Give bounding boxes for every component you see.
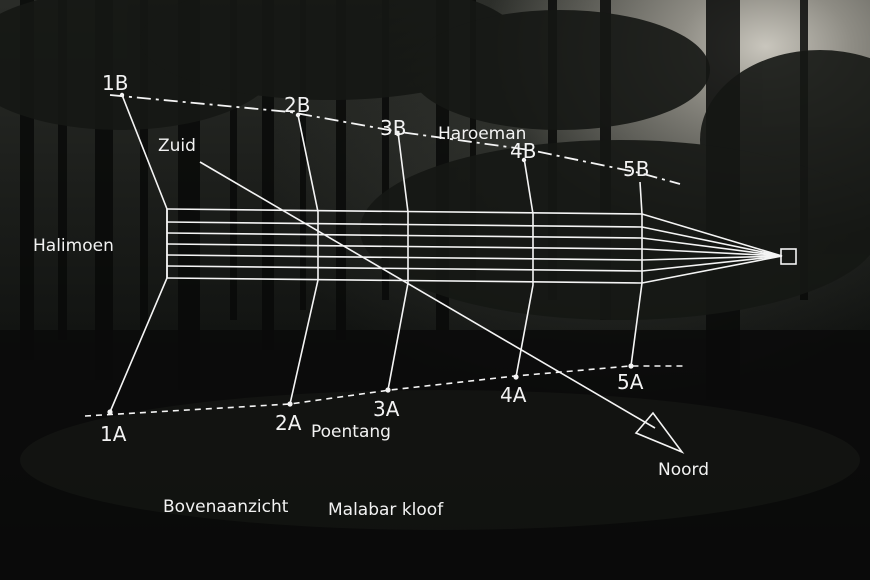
label-4a: 4A — [500, 383, 527, 407]
label-5b: 5B — [623, 157, 649, 181]
label-3a: 3A — [373, 397, 400, 421]
section-3 — [387, 131, 409, 391]
label-haroeman: Haroeman — [438, 124, 526, 144]
section-2 — [289, 114, 319, 405]
label-1a: 1A — [100, 422, 127, 446]
vanishing-point-marker — [780, 248, 797, 265]
north-arrow-icon — [634, 411, 685, 454]
gorge-lines — [166, 208, 643, 284]
label-4b: 4B — [510, 139, 536, 163]
label-2a: 2A — [275, 411, 302, 435]
label-noord: Noord — [658, 460, 709, 480]
label-poentang: Poentang — [311, 422, 391, 442]
section-1 — [109, 94, 168, 413]
label-5a: 5A — [617, 370, 644, 394]
converging-lines — [641, 213, 783, 284]
label-halimoen: Halimoen — [33, 236, 114, 256]
label-2b: 2B — [284, 93, 310, 117]
north-south-line — [199, 161, 656, 429]
label-3b: 3B — [380, 116, 406, 140]
caption-bovenaanzicht: Bovenaanzicht — [163, 497, 289, 517]
point-dots — [107, 92, 634, 415]
upper-boundary-line — [109, 94, 681, 185]
caption-malabar-kloof: Malabar kloof — [328, 500, 444, 520]
cross-sections — [109, 94, 643, 413]
section-5 — [630, 181, 643, 367]
label-1b: 1B — [102, 71, 128, 95]
label-zuid: Zuid — [158, 136, 196, 156]
section-4 — [515, 157, 534, 378]
